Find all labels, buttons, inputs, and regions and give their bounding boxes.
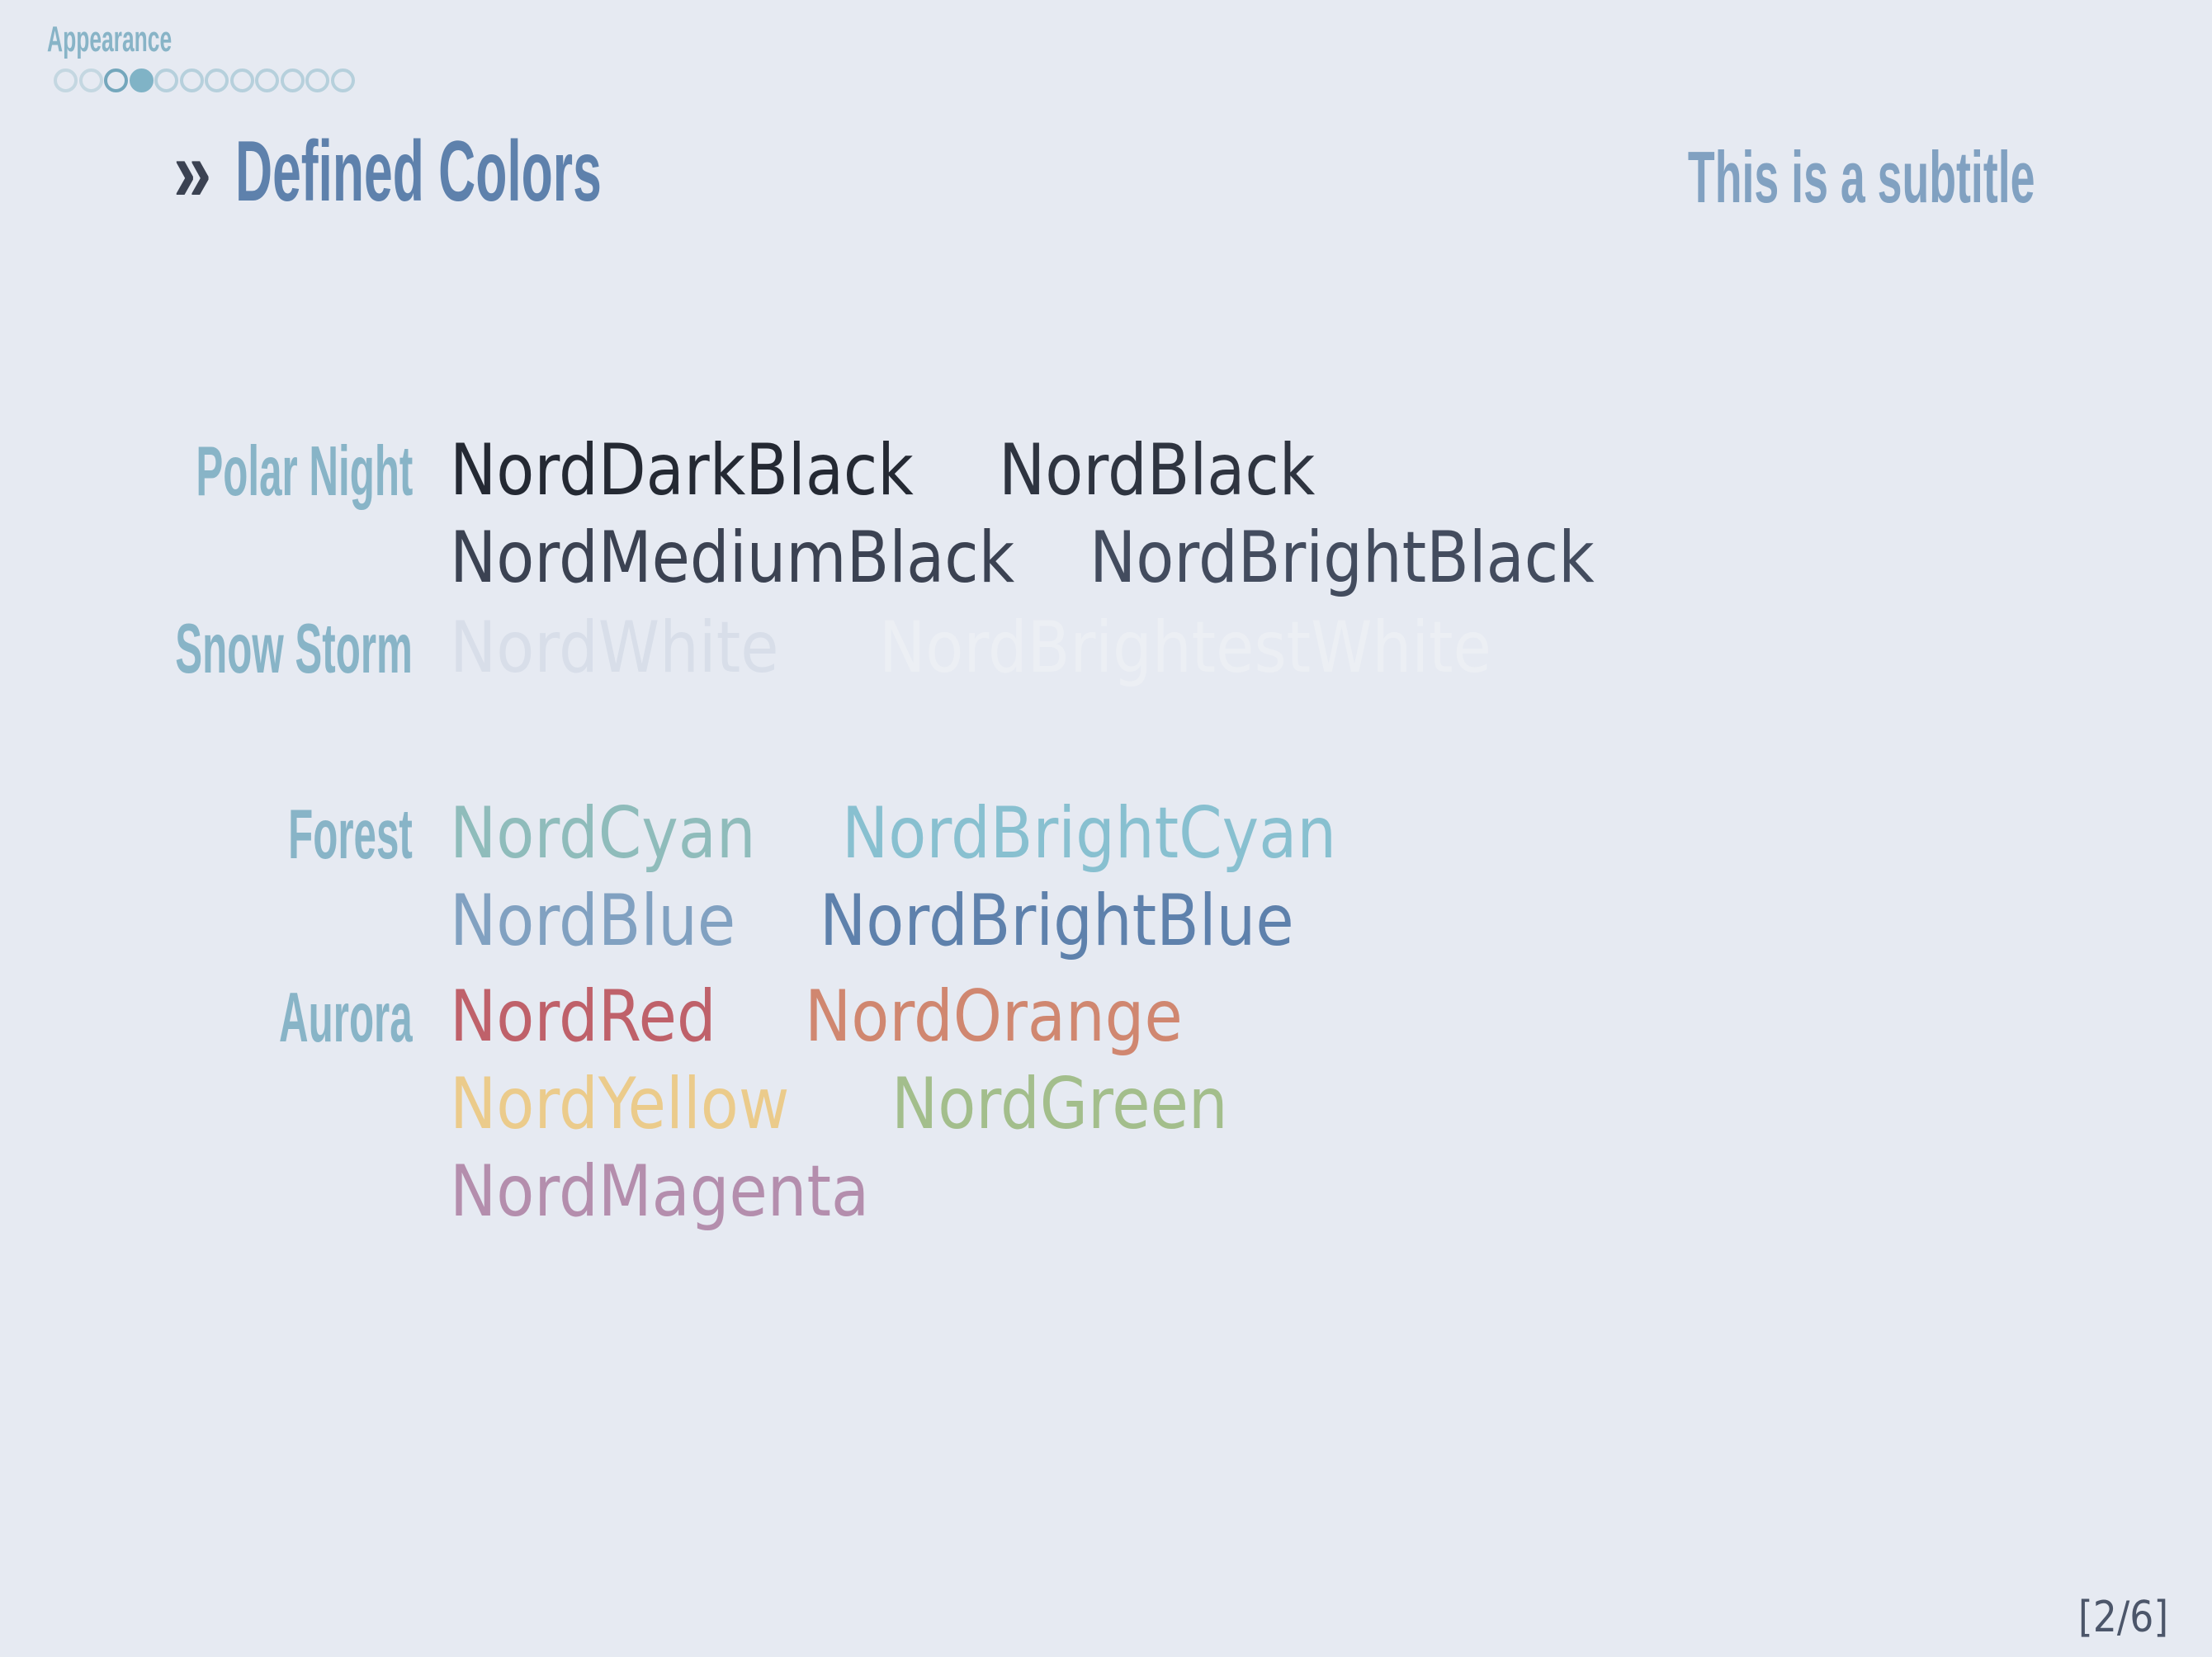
progress-dot-future	[330, 68, 355, 92]
color-line: NordYellow NordGreen	[0, 1061, 2212, 1148]
color-name: NordWhite	[450, 607, 779, 689]
color-name: NordBlack	[999, 429, 1316, 512]
progress-dot-future	[255, 68, 279, 92]
color-name: NordMagenta	[450, 1150, 870, 1233]
section-label: Appearance	[47, 19, 173, 59]
color-name: NordCyan	[450, 792, 756, 875]
progress-dots	[54, 68, 355, 92]
progress-dot-future	[179, 68, 204, 92]
progress-dot-future	[229, 68, 254, 92]
color-line: NordMediumBlack NordBrightBlack	[0, 515, 2212, 602]
frame-title: Defined Colors	[235, 124, 602, 220]
palette-group-label: Polar Night	[196, 432, 413, 511]
progress-dot-future	[305, 68, 329, 92]
color-name: NordMediumBlack	[450, 517, 1015, 599]
color-line: NordBlue NordBrightBlue	[0, 878, 2212, 965]
color-line: NordMagenta	[0, 1149, 2212, 1235]
color-line: Snow Storm NordWhite NordBrightestWhite	[0, 605, 2212, 692]
color-name: NordBlue	[450, 880, 736, 962]
progress-dot-past	[78, 68, 103, 92]
progress-dot-past	[54, 68, 78, 92]
color-line: Polar Night NordDarkBlack NordBlack	[0, 427, 2212, 514]
color-name: NordGreen	[891, 1063, 1228, 1145]
frame-subtitle: This is a subtitle	[1687, 136, 2035, 218]
palette-group-label: Aurora	[279, 979, 413, 1057]
color-name: NordBrightBlack	[1089, 517, 1595, 599]
progress-dot-future	[205, 68, 229, 92]
color-name: NordDarkBlack	[450, 429, 914, 512]
page-indicator: [2/6]	[2077, 1593, 2168, 1642]
color-name: NordBrightBlue	[820, 880, 1294, 962]
color-line: Forest NordCyan NordBrightCyan	[0, 791, 2212, 877]
palette-group-label: Forest	[288, 795, 413, 874]
color-name: NordYellow	[450, 1063, 790, 1145]
color-name: NordRed	[450, 975, 716, 1058]
color-line: Aurora NordRed NordOrange	[0, 974, 2212, 1060]
color-name: NordOrange	[805, 975, 1183, 1058]
frame-title-marker-icon: »	[173, 124, 212, 220]
color-name: NordBrightCyan	[842, 792, 1337, 875]
progress-dot-future	[154, 68, 178, 92]
progress-dot-accent	[104, 68, 128, 92]
palette-group-label: Snow Storm	[175, 610, 413, 688]
color-name: NordBrightestWhite	[879, 607, 1491, 689]
progress-dot-future	[280, 68, 305, 92]
progress-dot-current	[129, 68, 154, 92]
